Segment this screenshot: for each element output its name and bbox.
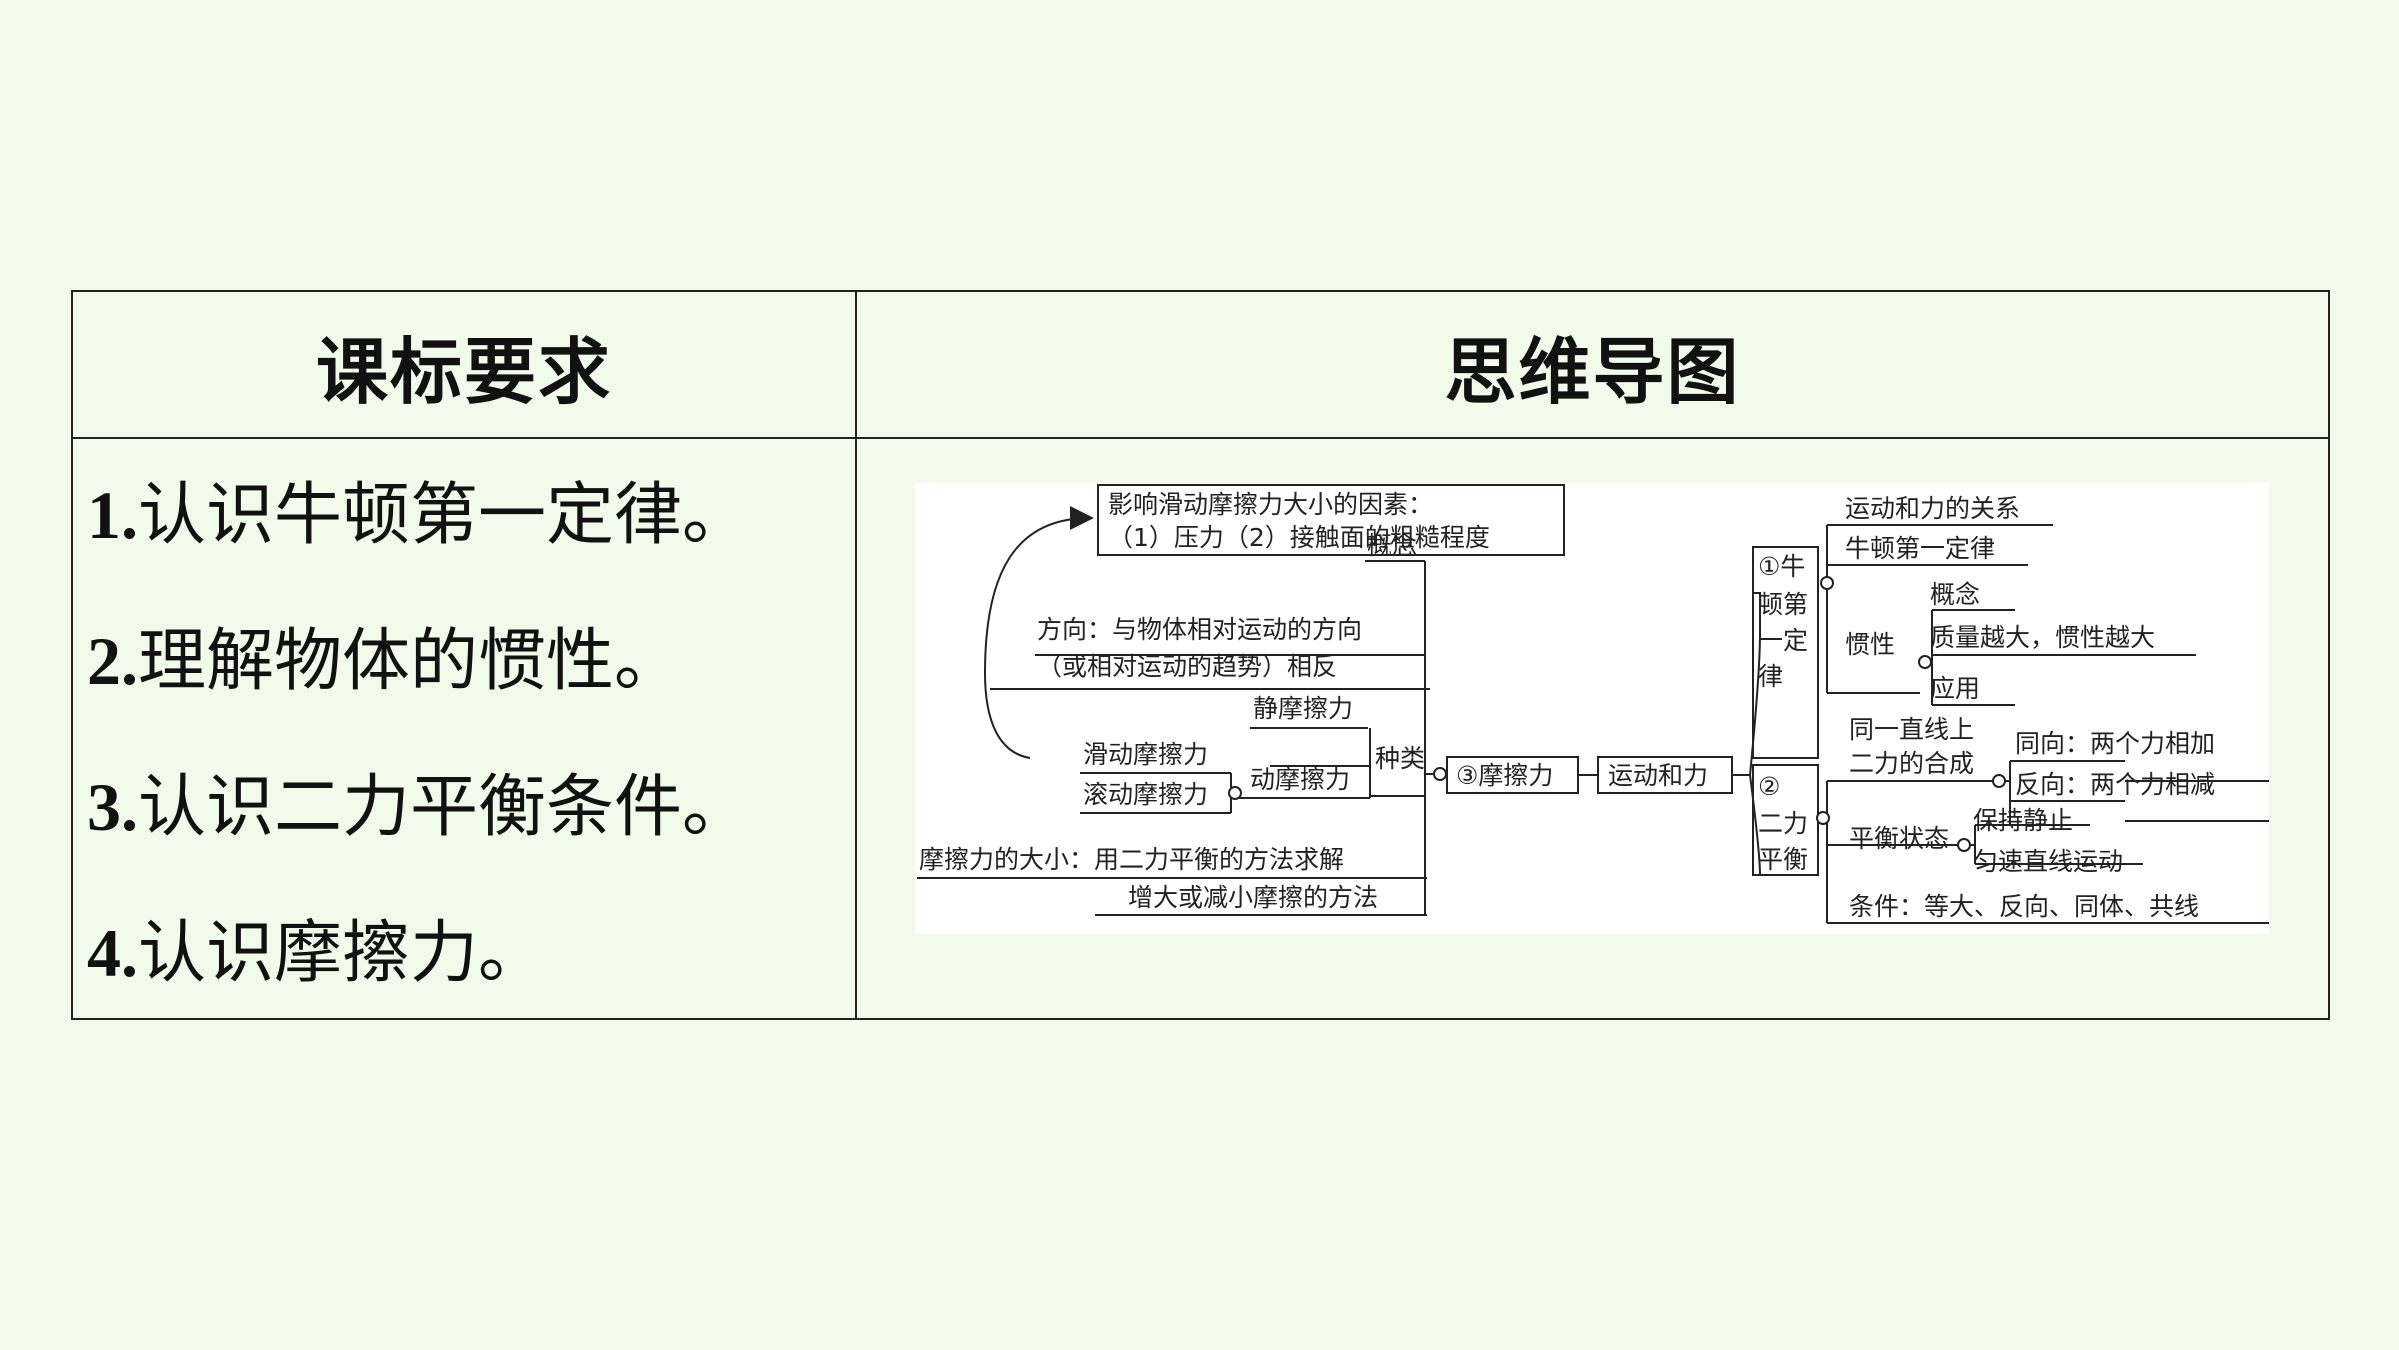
requirement-item: 1.认识牛顿第一定律。 <box>87 476 751 555</box>
column-divider <box>855 292 857 1018</box>
magnitude-label: 摩擦力的大小：用二力平衡的方法求解 <box>919 845 1344 874</box>
header-mindmap: 思维导图 <box>1444 329 1741 414</box>
sliding-friction-label: 滑动摩擦力 <box>1083 740 1208 769</box>
balance-label: 二力 <box>1758 809 1808 838</box>
header-requirements: 课标要求 <box>315 329 612 414</box>
requirements-list: 1.认识牛顿第一定律。 2.理解物体的惯性。 3.认识二力平衡条件。 4.认识摩… <box>87 442 847 1026</box>
kinds-label: 种类 <box>1375 744 1425 773</box>
rolling-friction-label: 滚动摩擦力 <box>1083 780 1208 809</box>
compose-line2: 二力的合成 <box>1849 749 1974 778</box>
loop-arrow <box>983 506 1094 759</box>
factors-line1: 影响滑动摩擦力大小的因素： <box>1108 490 1433 519</box>
factors-box <box>1097 484 1565 556</box>
direction-line2: （或相对运动的趋势）相反 <box>1037 652 1337 681</box>
opposite-direction-label: 反向：两个力相减 <box>2015 770 2215 799</box>
inertia-apply-label: 应用 <box>1930 674 1980 703</box>
requirement-item: 2.理解物体的惯性。 <box>87 622 683 701</box>
inertia-concept-label: 概念 <box>1930 580 1980 609</box>
inertia-label: 惯性 <box>1845 630 1895 659</box>
compose-line1: 同一直线上 <box>1849 715 1974 744</box>
newton-label: ①牛 <box>1758 552 1805 581</box>
concept-label: 概念 <box>1367 531 1417 560</box>
static-state-label: 保持静止 <box>1973 806 2073 835</box>
newton-label: 一定 <box>1758 626 1808 655</box>
direction-line1: 方向：与物体相对运动的方向 <box>1037 615 1362 644</box>
requirement-item: 3.认识二力平衡条件。 <box>87 768 751 847</box>
newton-box <box>1752 546 1819 759</box>
factors-line2: （1）压力（2）接触面的粗糙程度 <box>1108 523 1490 552</box>
methods-label: 增大或减小摩擦的方法 <box>1128 883 1378 912</box>
balance-label: 平衡 <box>1758 845 1808 874</box>
condition-label: 条件：等大、反向、同体、共线 <box>1849 892 2199 921</box>
first-law-label: 牛顿第一定律 <box>1845 534 1995 563</box>
relation-label: 运动和力的关系 <box>1845 494 2020 523</box>
uniform-motion-label: 匀速直线运动 <box>1973 847 2123 876</box>
static-friction-label: 静摩擦力 <box>1253 694 1353 723</box>
friction-label: ③摩擦力 <box>1456 761 1553 790</box>
newton-label: 律 <box>1758 662 1783 691</box>
kinetic-friction-label: 动摩擦力 <box>1250 765 1350 794</box>
requirement-item: 4.认识摩擦力。 <box>87 914 547 993</box>
state-label: 平衡状态 <box>1849 824 1949 853</box>
inertia-mass-label: 质量越大，惯性越大 <box>1930 623 2155 652</box>
header-divider <box>73 437 2328 439</box>
root-label: 运动和力 <box>1608 761 1708 790</box>
newton-label: 顿第 <box>1758 590 1808 619</box>
mind-map: 影响滑动摩擦力大小的因素： （1）压力（2）接触面的粗糙程度 概念 方向：与物体… <box>915 483 2269 934</box>
requirements-mindmap-table: 课标要求 思维导图 1.认识牛顿第一定律。 2.理解物体的惯性。 3.认识二力平… <box>71 290 2330 1020</box>
same-direction-label: 同向：两个力相加 <box>2015 729 2215 758</box>
balance-label: ② <box>1758 772 1780 801</box>
